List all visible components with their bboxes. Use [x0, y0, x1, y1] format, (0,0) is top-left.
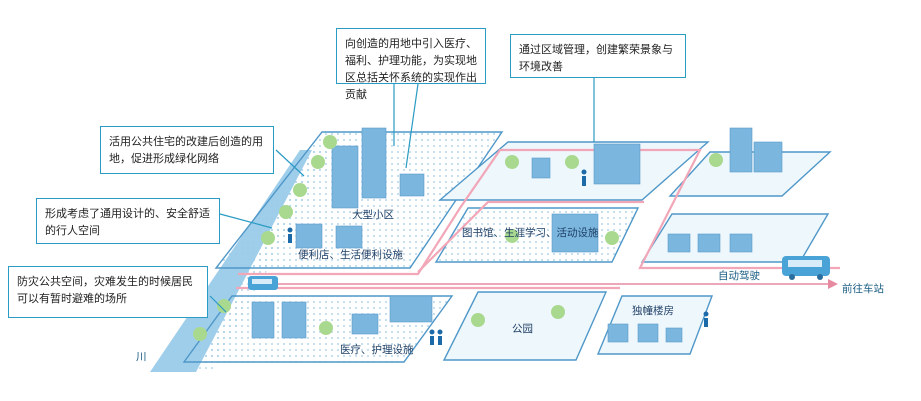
tree-icon — [319, 321, 333, 335]
building-tower-1 — [331, 145, 359, 209]
building-small-1 — [399, 173, 425, 197]
building-store-2 — [335, 225, 363, 249]
building-medical-2 — [281, 301, 307, 339]
tree-icon — [193, 327, 207, 341]
person-icon — [581, 169, 587, 175]
label-park: 公园 — [512, 323, 533, 335]
person-icon — [429, 329, 435, 335]
label-convenience: 便利店、生活便利设施 — [298, 248, 403, 261]
callout-area-management: 通过区域管理，创建繁荣景象与环境改善 — [510, 34, 686, 78]
tree-icon — [471, 313, 485, 327]
label-large-district: 大型小区 — [352, 208, 394, 221]
building-right-tower — [729, 127, 753, 173]
label-to-station: 前往车站 — [842, 282, 884, 295]
tree-icon — [605, 231, 619, 245]
trees — [193, 135, 723, 341]
building-detached-3 — [665, 327, 683, 343]
car-icon — [248, 276, 278, 290]
block-top-center — [438, 141, 710, 201]
building-tower-2 — [361, 127, 387, 199]
building-store — [295, 223, 323, 249]
label-auto-drive: 自动驾驶 — [718, 269, 760, 282]
tree-icon — [311, 155, 325, 169]
person-icon — [437, 329, 443, 335]
label-river: 川 — [136, 351, 147, 363]
leader-lines — [209, 78, 595, 313]
tree-icon — [551, 305, 565, 319]
tree-icon — [217, 299, 231, 313]
building-playground — [351, 313, 379, 335]
building-detached-1 — [607, 323, 629, 343]
building-medical-1 — [251, 301, 275, 339]
arrow-head-icon — [828, 279, 838, 289]
person-icon — [703, 311, 709, 317]
building-office — [593, 143, 641, 185]
tree-icon — [293, 183, 307, 197]
tree-icon — [505, 155, 519, 169]
label-medical: 医疗、护理设施 — [340, 343, 414, 356]
building-library — [551, 213, 599, 253]
building-facility — [389, 295, 433, 323]
person-icon — [287, 227, 293, 233]
callout-disaster-space: 防灾公共空间，灾难发生的时候居民可以有暂时避难的场所 — [8, 266, 208, 318]
callout-public-housing: 活用公共住宅的改建后创造的用地，促进形成绿化网络 — [100, 126, 274, 174]
building-right-tower-2 — [753, 141, 783, 173]
road-inner — [417, 200, 644, 273]
callout-new-land: 向创造的用地中引入医疗、福利、护理功能，为实现地区总括关怀系统的实现作出贡献 — [336, 28, 486, 101]
block-park — [442, 291, 608, 361]
building-house-1 — [667, 233, 691, 253]
tree-icon — [505, 229, 519, 243]
tree-icon — [565, 155, 579, 169]
building-house-3 — [729, 233, 753, 253]
building-detached-2 — [637, 323, 659, 343]
bus-icon — [782, 256, 830, 280]
building-shed — [531, 157, 551, 179]
label-detached: 独幢楼房 — [632, 304, 674, 317]
pink-roads — [236, 148, 840, 290]
road-main — [238, 148, 840, 276]
callout-universal-design: 形成考虑了通用设计的、安全舒适的行人空间 — [36, 198, 220, 244]
tree-icon — [323, 135, 337, 149]
label-library-1: 图书馆、生涯学习、活动设施 — [462, 226, 599, 239]
people-icons — [287, 169, 709, 345]
building-house-2 — [697, 233, 721, 253]
buildings — [251, 127, 783, 343]
tree-icon — [279, 205, 293, 219]
tree-icon — [261, 231, 275, 245]
tree-icon — [709, 153, 723, 167]
